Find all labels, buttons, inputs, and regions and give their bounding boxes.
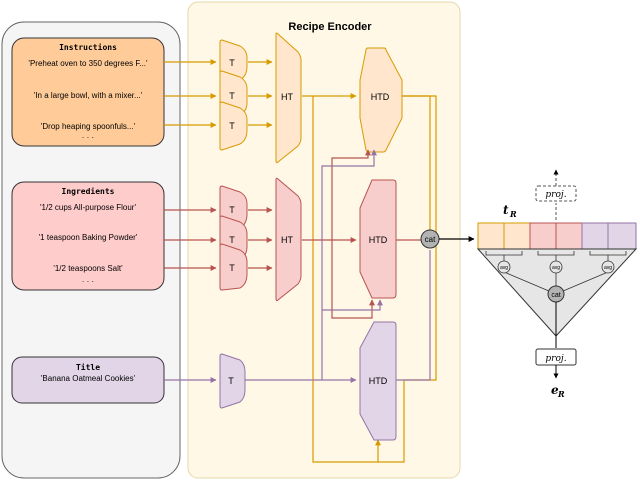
- htd-block: [359, 179, 397, 299]
- recipe-encoder-title: Recipe Encoder: [288, 21, 372, 33]
- instruction-item: 'Preheat oven to 350 degrees F...': [28, 59, 148, 68]
- svg-text:R: R: [557, 389, 565, 399]
- title-arrows: [164, 149, 383, 383]
- htd-to-cat-lines: [396, 95, 431, 381]
- ingredients-box: Ingredients '1/2 cups All-purpose Flour'…: [11, 181, 165, 291]
- avg-brackets: [485, 251, 627, 295]
- t-block: [219, 243, 248, 291]
- htd-label: HTD: [369, 235, 388, 245]
- t-label: T: [228, 376, 234, 386]
- ht-label: HT: [281, 235, 293, 245]
- t-label: T: [229, 205, 235, 215]
- instructions-ellipsis: · · ·: [82, 133, 94, 142]
- vector-cell: [503, 222, 531, 250]
- vector-cell: [477, 222, 505, 250]
- instructions-title: Instructions: [59, 42, 117, 52]
- htd-label: HTD: [371, 92, 390, 102]
- svg-text:R: R: [509, 209, 517, 219]
- ingredients-title: Ingredients: [62, 186, 115, 196]
- instructions-labels: T T T HT HTD: [229, 58, 389, 131]
- avg-label: avg: [604, 265, 612, 271]
- vector-cell: [555, 222, 583, 250]
- ingredients-arrows: [164, 149, 375, 319]
- ingredient-item: '1/2 cups All-purpose Flour': [40, 203, 136, 212]
- ht-block: [275, 177, 302, 302]
- instructions-t-blocks: [219, 32, 403, 164]
- title-t-blocks: [219, 321, 397, 441]
- avg-label: avg: [552, 265, 560, 271]
- ingredients-labels: T T T HT HTD: [229, 205, 387, 273]
- title-labels: T HTD: [228, 376, 387, 386]
- htd-block: [359, 321, 397, 441]
- ingredient-item: '1/2 teaspoons Salt': [53, 264, 123, 273]
- svg-text:t: t: [503, 203, 509, 217]
- ingredient-item: '1 teaspoon Baking Powder': [39, 233, 138, 242]
- cat-label: cat: [551, 292, 560, 299]
- t-label: T: [229, 263, 235, 273]
- bottom-projection: proj.: [535, 302, 577, 379]
- tR-vector: [477, 222, 637, 250]
- vector-cell: [607, 222, 637, 250]
- t-label: T: [229, 58, 235, 68]
- t-label: T: [229, 91, 235, 101]
- top-projection: proj.: [535, 169, 577, 220]
- avg-nodes: avg avg avg: [497, 260, 615, 274]
- instructions-box: Instructions 'Preheat oven to 350 degree…: [11, 37, 165, 147]
- ht-label: HT: [281, 92, 293, 102]
- proj-label: proj.: [545, 354, 566, 364]
- ht-block: [275, 32, 302, 164]
- svg-text:e: e: [551, 383, 559, 397]
- title-box: Title 'Banana Oatmeal Cookies': [11, 356, 165, 404]
- avg-label: avg: [500, 265, 508, 271]
- cat-node: cat: [420, 229, 440, 249]
- instruction-item: 'Drop heaping spoonfuls...': [41, 122, 136, 131]
- t-block: [219, 101, 248, 151]
- instruction-item: 'In a large bowl, with a mixer...': [34, 91, 143, 100]
- htd-label: HTD: [369, 376, 388, 386]
- eR-label: e R: [551, 383, 565, 399]
- t-block: [219, 353, 246, 409]
- cat-label: cat: [425, 235, 436, 244]
- t-label: T: [229, 235, 235, 245]
- ingredients-t-blocks: [219, 177, 397, 302]
- triangle-cat-node: cat: [547, 285, 565, 303]
- ingredients-ellipsis: · · ·: [82, 277, 94, 286]
- title-box-title: Title: [76, 362, 100, 372]
- proj-label: proj.: [545, 190, 566, 200]
- vector-cell: [581, 222, 609, 250]
- t-label: T: [229, 121, 235, 131]
- vector-cell: [529, 222, 557, 250]
- title-item: 'Banana Oatmeal Cookies': [41, 374, 136, 383]
- tR-label: t R: [503, 203, 517, 219]
